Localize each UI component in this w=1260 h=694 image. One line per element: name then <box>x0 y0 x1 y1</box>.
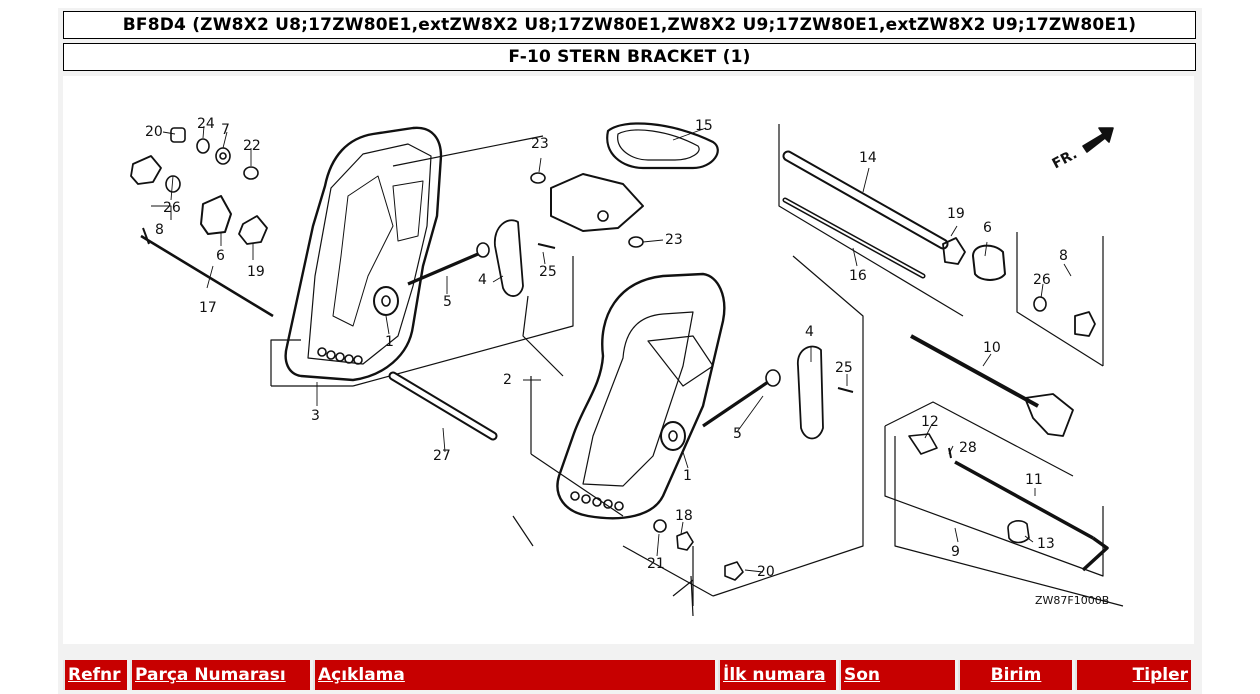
column-header-unit[interactable]: Birim <box>958 660 1072 690</box>
callout-10: 10 <box>983 340 1001 356</box>
callout-11: 11 <box>1025 472 1043 488</box>
callout-20b: 20 <box>757 564 775 580</box>
carry-handle <box>530 122 719 248</box>
pin-27 <box>388 371 498 441</box>
model-header: BF8D4 (ZW8X2 U8;17ZW80E1,extZW8X2 U8;17Z… <box>63 11 1196 39</box>
callout-19: 19 <box>247 264 265 280</box>
callout-8: 8 <box>155 222 164 238</box>
column-header-types[interactable]: Tipler <box>1075 660 1191 690</box>
callout-19b: 19 <box>947 206 965 222</box>
stern-bracket-left <box>270 126 574 387</box>
callout-15: 15 <box>695 118 713 134</box>
callout-26b: 26 <box>1033 272 1051 288</box>
callout-1: 1 <box>385 334 394 350</box>
callout-28: 28 <box>959 440 977 456</box>
callout-3: 3 <box>311 408 320 424</box>
callout-5b: 5 <box>733 426 742 442</box>
callout-21: 21 <box>647 556 665 572</box>
callout-1b: 1 <box>683 468 692 484</box>
parts-diagram: 20 24 7 22 26 8 6 19 17 3 1 5 4 25 23 15… <box>63 76 1194 644</box>
callout-2: 2 <box>503 372 512 388</box>
callout-25b: 25 <box>835 360 853 376</box>
callout-17: 17 <box>199 300 217 316</box>
column-header-last[interactable]: Son <box>839 660 955 690</box>
stern-bracket-right <box>512 255 864 597</box>
diagram-code: ZW87F1000B <box>1035 594 1109 607</box>
tilt-bolt-left <box>373 219 564 377</box>
parts-table-header: Refnr Parça Numarası Açıklama İlk numara… <box>63 660 1194 690</box>
column-header-part-number[interactable]: Parça Numarası <box>130 660 310 690</box>
callout-9: 9 <box>951 544 960 560</box>
callout-4: 4 <box>478 272 487 288</box>
callout-14: 14 <box>859 150 877 166</box>
front-direction-arrow <box>1082 127 1114 153</box>
callout-23b: 23 <box>665 232 683 248</box>
column-header-description[interactable]: Açıklama <box>313 660 715 690</box>
hardware-bottom <box>653 519 744 617</box>
hardware-left-top <box>130 127 274 318</box>
callout-23: 23 <box>531 136 549 152</box>
callout-16: 16 <box>849 268 867 284</box>
callout-26: 26 <box>163 200 181 216</box>
callout-6b: 6 <box>983 220 992 236</box>
callout-8b: 8 <box>1059 248 1068 264</box>
callout-7: 7 <box>221 122 230 138</box>
callout-6: 6 <box>216 248 225 264</box>
callout-25: 25 <box>539 264 557 280</box>
tilt-tube-parts <box>778 124 1104 367</box>
column-header-first-number[interactable]: İlk numara <box>718 660 836 690</box>
column-header-refnr[interactable]: Refnr <box>63 660 127 690</box>
callout-27: 27 <box>433 448 451 464</box>
callout-20: 20 <box>145 124 163 140</box>
callout-12: 12 <box>921 414 939 430</box>
callout-18: 18 <box>675 508 693 524</box>
callout-labels: 20 24 7 22 26 8 6 19 17 3 1 5 4 25 23 15… <box>145 116 1068 580</box>
callout-13: 13 <box>1037 536 1055 552</box>
callout-4b: 4 <box>805 324 814 340</box>
tilt-lever-set <box>692 401 1124 607</box>
callout-22: 22 <box>243 138 261 154</box>
section-title: F-10 STERN BRACKET (1) <box>63 43 1196 71</box>
tilt-rod-10 <box>910 334 1074 437</box>
callout-5: 5 <box>443 294 452 310</box>
callout-24: 24 <box>197 116 215 132</box>
fr-label: FR. <box>1050 146 1080 172</box>
